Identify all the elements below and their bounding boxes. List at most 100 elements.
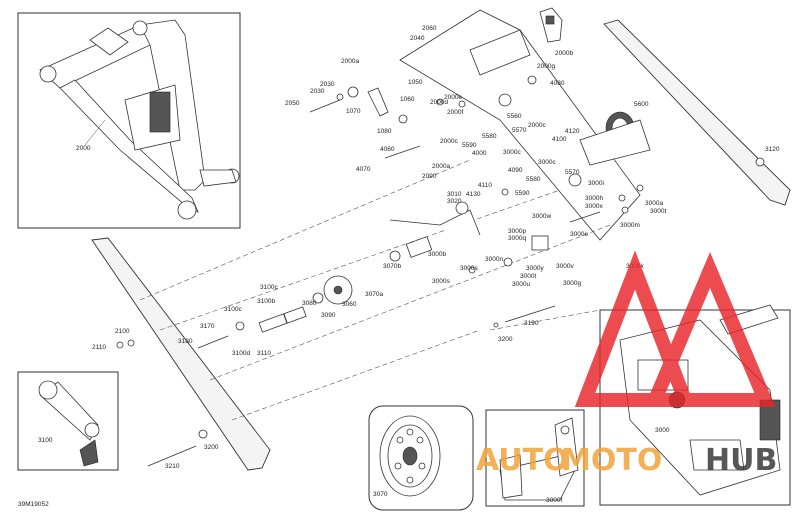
label-3000h: 3000h [585,195,603,202]
label-3190: 3190 [524,320,539,327]
label-3070b: 3070b [383,263,401,270]
label-1080: 1080 [377,128,392,135]
label-5600: 5600 [634,101,649,108]
left-rail [91,237,271,471]
assembly-lines [139,159,611,421]
label-2050: 2050 [285,100,300,107]
label-3100: 3100 [38,437,53,444]
label-5600-mid: 5560 [507,113,522,120]
label-3000n: 3000n [485,256,503,263]
label-2000: 2000 [76,145,91,152]
inset-wheel-box [368,405,474,511]
label-3100c-2: 3100c [224,306,242,313]
label-2000c: 2000c [440,138,458,145]
label-4070: 4070 [356,166,371,173]
label-2070: 2000c [528,122,546,129]
watermark-logo [574,250,776,407]
label-2000f: 2000f [447,109,463,116]
label-3000t-2: 3000t [520,273,536,280]
label-3000x: 3000x [585,203,603,210]
label-2040: 2040 [410,35,425,42]
right-rail [603,19,791,206]
label-3000w: 3000w [532,213,551,220]
watermark-auto: AUTO [476,443,569,478]
part-3100-drawing [38,380,100,467]
label-3000p: 3000p [508,228,526,235]
label-3060: 3060 [342,301,357,308]
label-3100b: 3100b [257,298,275,305]
label-3170: 3170 [200,323,215,330]
label-2000e: 2000e [444,94,462,101]
label-3000f-inset: 3000f [546,497,562,504]
label-3070a: 3070a [365,291,383,298]
label-3000s: 3000s [460,265,478,272]
label-2000a-2: 2000a [432,163,450,170]
label-3120: 3120 [765,146,780,153]
label-4060: 4060 [380,146,395,153]
label-2000a: 2000a [341,58,359,65]
label-1050: 1050 [408,79,423,86]
label-4000: 4000 [472,150,487,157]
label-2110: 2110 [92,344,106,351]
label-4120: 4120 [565,128,580,135]
label-3180: 3180 [178,338,193,345]
watermark-moto: MOTO [561,443,662,478]
label-4100: 4100 [552,136,567,143]
label-5590-2: 5590 [515,190,530,197]
watermark-text: AUTO MOTO HUB [476,443,777,478]
label-3000v: 3000v [556,263,574,270]
diagram-code: 39M19052 [18,501,49,508]
label-2030: 2030 [310,88,325,95]
label-2060: 2060 [422,25,437,32]
part-2000b-drawing [539,7,563,43]
label-3090: 3090 [321,312,336,319]
front-arm-drawing [39,19,240,220]
label-2000d: 2000d [430,99,448,106]
label-4110: 4110 [478,182,492,189]
label-3100c: 3100c [260,284,278,291]
watermark-hub: HUB [705,443,777,478]
inset-front-arm-box [17,12,241,229]
label-2000b: 2000b [555,50,573,57]
label-5590: 5590 [462,142,477,149]
label-5570-2: 5570 [565,169,580,176]
label-3210: 3210 [165,463,180,470]
label-3000c-2: 3000c [538,159,556,166]
label-3580: 5580 [482,133,497,140]
inset-3000f-box [485,409,585,507]
label-4080: 4080 [550,80,565,87]
label-3000s-2: 3000s [432,278,450,285]
label-3000a: 3000a [645,200,663,207]
label-3100d: 3100d [232,350,250,357]
label-3200: 3200 [204,444,219,451]
label-3000u: 3000u [512,281,530,288]
label-3080: 3080 [302,300,317,307]
label-3110: 3110 [257,350,271,357]
label-2030-top: 2030 [320,81,335,88]
main-frame-drawing [399,9,651,241]
label-1060: 1060 [400,96,415,103]
label-1070: 1070 [346,108,361,115]
label-5570: 5570 [512,127,527,134]
label-4130: 4130 [466,191,481,198]
inset-3100-box [17,371,119,471]
label-3000b: 3000b [428,251,446,258]
label-2100: 2100 [115,328,130,335]
label-3000-inset: 3000 [655,427,670,434]
label-2000g: 2000g [537,63,555,70]
wheel-3070-drawing [379,415,441,497]
label-3020: 3020 [447,198,462,205]
label-3580-2: 5580 [526,176,541,183]
part-3000f-drawing [499,417,579,501]
label-3200-mid: 3200 [498,336,513,343]
label-3070-inset: 3070 [373,491,388,498]
label-3000g: 3000g [563,280,581,287]
label-4090: 4090 [508,167,523,174]
label-3000i: 3000i [588,180,604,187]
label-3000q: 3000q [508,235,526,242]
label-3000t: 3000t [650,208,666,215]
label-3010: 3010 [447,191,462,198]
label-3000y: 3000y [526,265,544,272]
label-3000m: 3000m [620,222,640,229]
